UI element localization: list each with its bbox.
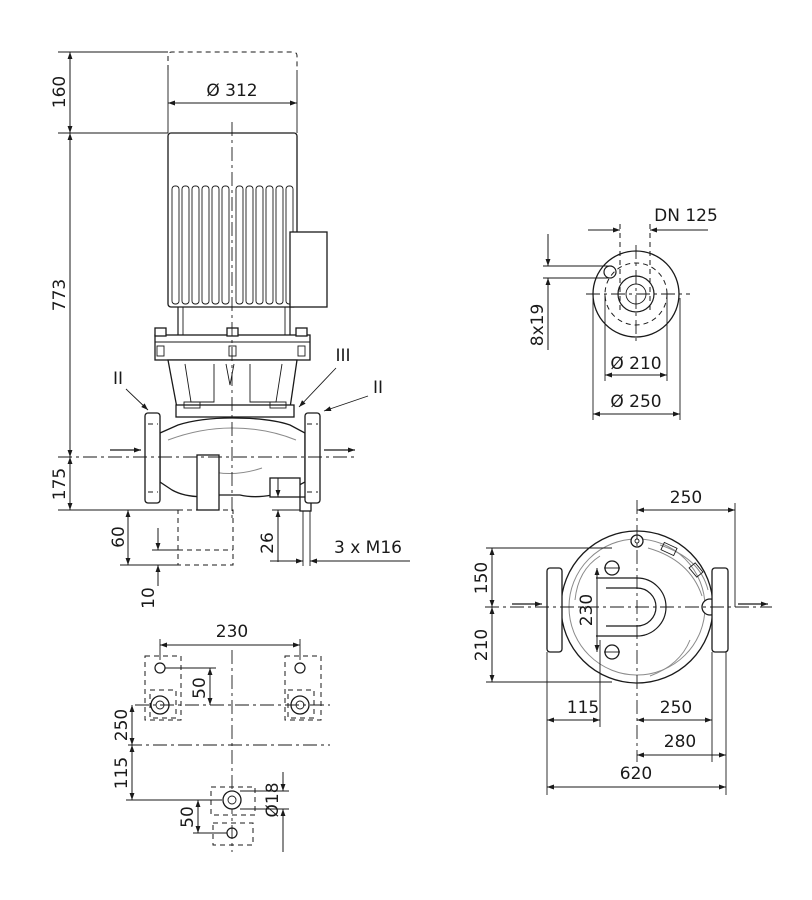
dimension-10: 10 — [139, 528, 178, 609]
dim-115-label: 115 — [567, 698, 599, 718]
dimension-outer-diameter: Ø 250 — [592, 298, 681, 420]
dim-base-label: 60 — [109, 526, 129, 548]
pump-volute — [144, 412, 321, 512]
dim-motor-diameter-label: Ø 312 — [206, 81, 257, 101]
dimension-620: 620 — [547, 764, 726, 790]
dimension-175: 175 — [50, 457, 178, 511]
dim-210-label: 210 — [472, 629, 492, 661]
label-right-pressure-port: II — [323, 378, 383, 412]
dim-620-label: 620 — [620, 764, 652, 784]
dim-base-offset-label: 10 — [139, 587, 159, 609]
dimension-210: 210 — [472, 607, 612, 683]
dimension-hole-diameter: Ø18 — [240, 772, 289, 852]
base-plate — [177, 509, 234, 566]
foot-dim-230-label: 230 — [216, 622, 248, 642]
dn-label: DN 125 — [654, 206, 718, 226]
dimension-50-top: 50 — [165, 667, 216, 705]
dimension-280: 280 — [637, 732, 726, 758]
discharge-flange — [304, 412, 321, 504]
foot-dim-hole-label: Ø18 — [263, 782, 283, 817]
dimension-230-foot: 230 — [159, 622, 301, 660]
dimension-230: 230 — [577, 568, 600, 652]
pump-bracket — [167, 359, 298, 418]
dimension-holes: 8x19 — [528, 234, 612, 350]
bolt-head — [226, 327, 239, 337]
flange-view: DN 125 8x19 Ø 210 Ø 250 — [528, 206, 718, 420]
dimension-250-top: 250 — [637, 488, 736, 607]
dim-150-label: 150 — [472, 562, 492, 594]
label-vent-text: III — [335, 346, 350, 366]
dimension-50-bottom: 50 — [178, 800, 227, 834]
bottom-foot-holes — [210, 786, 256, 846]
dimension-250-bottom: 250 — [637, 698, 712, 723]
dimension-60: 60 — [109, 510, 178, 566]
dimension-bolt-circle: Ø 210 — [604, 294, 668, 381]
dimension-150: 150 — [472, 547, 612, 607]
dimension-773: 773 — [50, 133, 73, 457]
label-left-pressure-port: II — [113, 369, 149, 411]
holes-label: 8x19 — [528, 304, 548, 347]
left-foot-holes — [144, 655, 182, 721]
suction-flange — [546, 567, 563, 653]
right-foot-holes — [284, 655, 322, 721]
dim-250-top-label: 250 — [670, 488, 702, 508]
dim-height-label: 773 — [50, 279, 70, 311]
dimension-115: 115 — [547, 698, 600, 723]
label-right-text: II — [373, 378, 383, 398]
suction-flange — [144, 412, 161, 504]
foot-dim-50-top-label: 50 — [190, 677, 210, 699]
bolt-circle-label: Ø 210 — [610, 354, 661, 374]
bolt-spec-label: 3 x M16 — [334, 538, 402, 558]
dim-axis-height-label: 175 — [50, 468, 70, 500]
dim-bolt-label: 26 — [258, 532, 278, 554]
dim-230-label: 230 — [577, 594, 597, 626]
foot-dim-115-label: 115 — [112, 757, 132, 789]
dimension-160: 160 — [50, 51, 168, 134]
motor — [167, 132, 328, 308]
dimension-dn: DN 125 — [588, 206, 718, 310]
dimension-26: 26 — [258, 478, 300, 562]
label-vent: III — [298, 346, 351, 408]
dim-280-label: 280 — [664, 732, 696, 752]
front-view: 160 Ø 312 — [50, 51, 410, 609]
bolt-head — [295, 327, 308, 337]
dim-motor-top-label: 160 — [50, 76, 70, 108]
foot-dim-50-bottom-label: 50 — [178, 806, 198, 828]
top-view: 250 150 210 230 115 250 — [472, 488, 772, 795]
terminal-box — [289, 231, 328, 308]
motor-lantern — [154, 307, 311, 361]
discharge-flange — [711, 567, 729, 653]
label-left-text: II — [113, 369, 123, 389]
dimension-motor-diameter: Ø 312 — [167, 70, 298, 133]
dimension-bolt-spec: 3 x M16 — [270, 511, 410, 566]
foot-dim-250-label: 250 — [112, 709, 132, 741]
foot-plan-view: 230 50 250 — [112, 622, 330, 852]
dimension-115-foot: 115 — [112, 745, 222, 801]
dimension-250-foot: 250 — [112, 705, 135, 745]
dim-250-bottom-label: 250 — [660, 698, 692, 718]
outer-diameter-label: Ø 250 — [610, 392, 661, 412]
motor-cap-outline — [167, 51, 298, 70]
bolt-head — [154, 327, 167, 337]
